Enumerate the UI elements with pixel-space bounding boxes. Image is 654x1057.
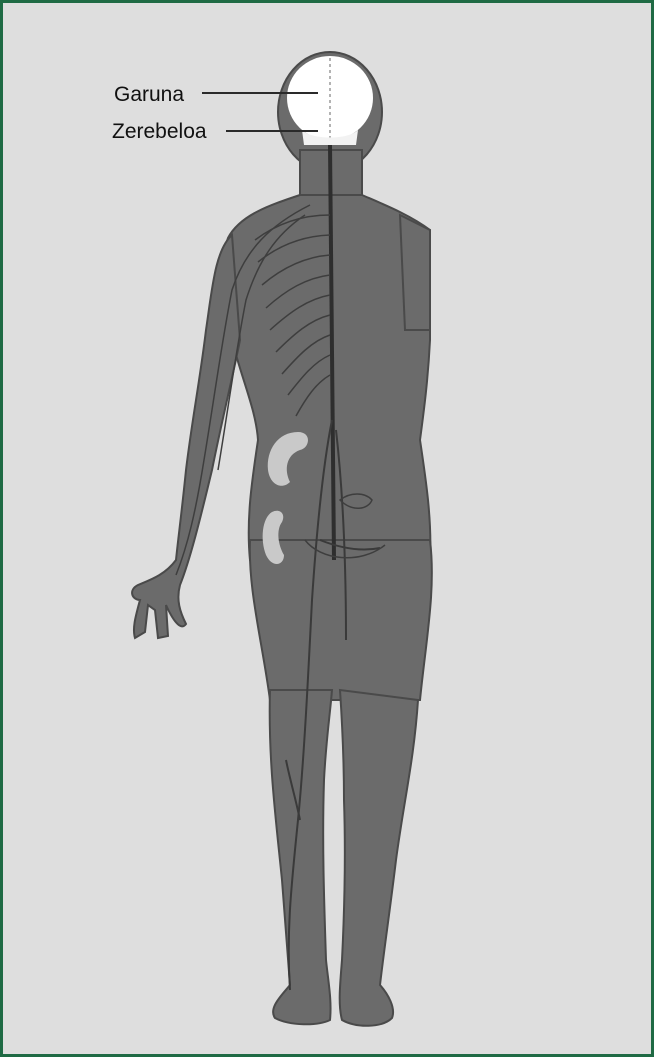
cerebellum-label: Zerebeloa <box>112 121 207 142</box>
right-arm <box>400 215 430 330</box>
left-leg <box>270 690 332 1024</box>
right-leg <box>340 690 418 1026</box>
brain-label: Garuna <box>114 84 184 105</box>
body-silhouette <box>132 52 432 1026</box>
